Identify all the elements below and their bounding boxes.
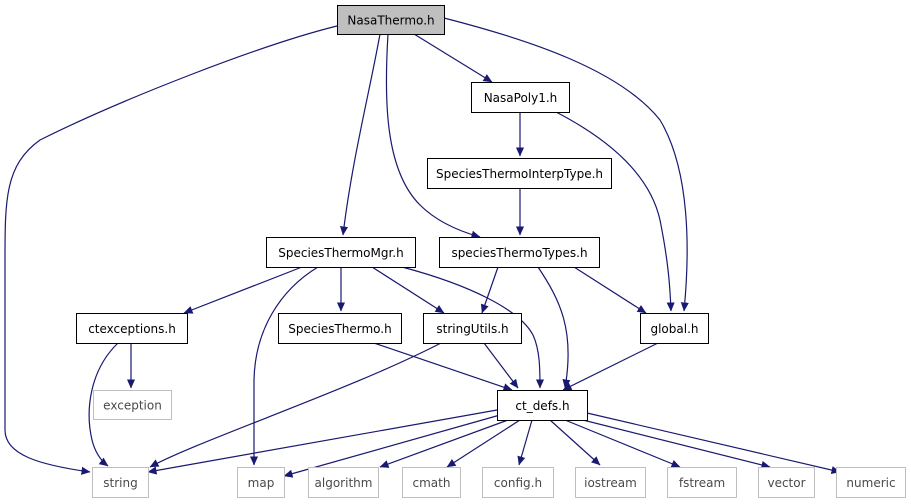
edge-nasathermo-h-to-string [4, 25, 338, 475]
edge-speciesthermomgr-h-to-stringutils-h [371, 266, 445, 314]
node-exception: exception [93, 390, 172, 420]
node-box-stringutils-h [423, 313, 522, 344]
node-box-ct-defs-h [497, 390, 588, 421]
node-label-algorithm: algorithm [315, 476, 373, 490]
node-box-string [92, 467, 149, 498]
edges-layer [4, 17, 841, 478]
node-label-global-h: global.h [650, 322, 698, 336]
node-algorithm: algorithm [308, 467, 379, 498]
node-box-speciesthermo-h [278, 313, 402, 344]
node-box-speciesthermomgr-h [266, 237, 416, 268]
nodes-layer: NasaThermo.hNasaPoly1.hSpeciesThermoInte… [76, 5, 906, 498]
node-label-speciesthermotypes-h: speciesThermoTypes.h [451, 246, 587, 260]
node-label-stringutils-h: stringUtils.h [436, 322, 508, 336]
node-label-map: map [248, 476, 275, 490]
node-label-speciesthermomgr-h: SpeciesThermoMgr.h [278, 246, 403, 260]
edge-ct-defs-h-to-cmath [446, 419, 521, 468]
node-label-speciesthermo-h: SpeciesThermo.h [288, 322, 391, 336]
node-box-numeric [836, 467, 906, 498]
edge-speciesthermomgr-h-to-ct-defs-h [401, 266, 545, 389]
node-box-exception [93, 390, 172, 420]
edge-speciesthermo-h-to-ct-defs-h [373, 342, 513, 392]
edge-ct-defs-h-to-fstream [564, 419, 681, 468]
node-label-speciesthermointerptype-h: SpeciesThermoInterpType.h [436, 167, 603, 181]
node-fstream: fstream [667, 467, 737, 498]
edge-speciesthermotypes-h-to-ct-defs-h [537, 266, 571, 389]
node-box-cmath [402, 467, 461, 498]
edge-global-h-to-ct-defs-h [562, 342, 659, 391]
node-label-cmath: cmath [413, 476, 451, 490]
node-ctexceptions-h[interactable]: ctexceptions.h [76, 313, 188, 344]
node-label-config-h: config.h [494, 476, 542, 490]
node-label-iostream: iostream [584, 476, 637, 490]
node-box-map [237, 467, 285, 498]
node-speciesthermotypes-h[interactable]: speciesThermoTypes.h [439, 237, 600, 268]
edge-stringutils-h-to-string [149, 342, 442, 468]
node-label-string: string [103, 476, 137, 490]
node-iostream: iostream [575, 467, 646, 498]
node-global-h[interactable]: global.h [640, 313, 709, 344]
node-box-config-h [482, 467, 554, 498]
node-vector: vector [758, 467, 815, 498]
node-config-h: config.h [482, 467, 554, 498]
node-label-nasathermo-h: NasaThermo.h [347, 14, 434, 28]
edge-stringutils-h-to-ct-defs-h [483, 342, 519, 389]
node-nasathermo-h[interactable]: NasaThermo.h [337, 5, 445, 35]
node-cmath: cmath [402, 467, 461, 498]
edge-ct-defs-h-to-map [283, 414, 501, 478]
node-stringutils-h[interactable]: stringUtils.h [423, 313, 522, 344]
node-label-fstream: fstream [679, 476, 725, 490]
node-label-ctexceptions-h: ctexceptions.h [88, 322, 176, 336]
edge-speciesthermotypes-h-to-stringutils-h [480, 266, 499, 314]
edge-ct-defs-h-to-numeric [586, 412, 841, 475]
node-map: map [237, 467, 285, 498]
edge-ctexceptions-h-to-string [88, 342, 119, 467]
edge-ct-defs-h-to-vector [574, 417, 771, 469]
node-speciesthermointerptype-h[interactable]: SpeciesThermoInterpType.h [427, 158, 612, 189]
node-box-algorithm [308, 467, 379, 498]
node-label-exception: exception [103, 399, 162, 413]
edge-ct-defs-h-to-config-h [517, 419, 533, 466]
node-speciesthermomgr-h[interactable]: SpeciesThermoMgr.h [266, 237, 416, 268]
node-box-nasathermo-h [337, 5, 445, 35]
edge-ct-defs-h-to-iostream [549, 419, 601, 466]
edge-speciesthermomgr-h-to-map [249, 266, 319, 466]
node-label-numeric: numeric [846, 476, 895, 490]
edge-ct-defs-h-to-string [147, 409, 498, 475]
node-nasapoly1-h[interactable]: NasaPoly1.h [471, 82, 570, 113]
edge-nasathermo-h-to-nasapoly1-h [413, 33, 493, 83]
node-box-nasapoly1-h [471, 82, 570, 113]
node-box-fstream [667, 467, 737, 498]
node-label-nasapoly1-h: NasaPoly1.h [484, 91, 558, 105]
node-label-ct-defs-h: ct_defs.h [515, 399, 569, 413]
node-box-speciesthermointerptype-h [427, 158, 612, 189]
edge-speciesthermomgr-h-to-ctexceptions-h [183, 266, 303, 314]
edge-nasathermo-h-to-speciesthermomgr-h [339, 33, 381, 236]
edge-nasapoly1-h-to-global-h [555, 111, 675, 312]
edge-ct-defs-h-to-algorithm [379, 419, 509, 468]
node-numeric: numeric [836, 467, 906, 498]
node-speciesthermo-h[interactable]: SpeciesThermo.h [278, 313, 402, 344]
node-box-iostream [575, 467, 646, 498]
node-box-ctexceptions-h [76, 313, 188, 344]
node-string: string [92, 467, 149, 498]
node-box-speciesthermotypes-h [439, 237, 600, 268]
edge-nasathermo-h-to-speciesthermotypes-h [385, 33, 481, 239]
node-box-global-h [640, 313, 709, 344]
node-box-vector [758, 467, 815, 498]
node-label-vector: vector [767, 476, 805, 490]
edge-nasathermo-h-to-global-h [443, 17, 689, 312]
node-ct-defs-h[interactable]: ct_defs.h [497, 390, 588, 421]
edge-speciesthermotypes-h-to-global-h [573, 266, 647, 314]
